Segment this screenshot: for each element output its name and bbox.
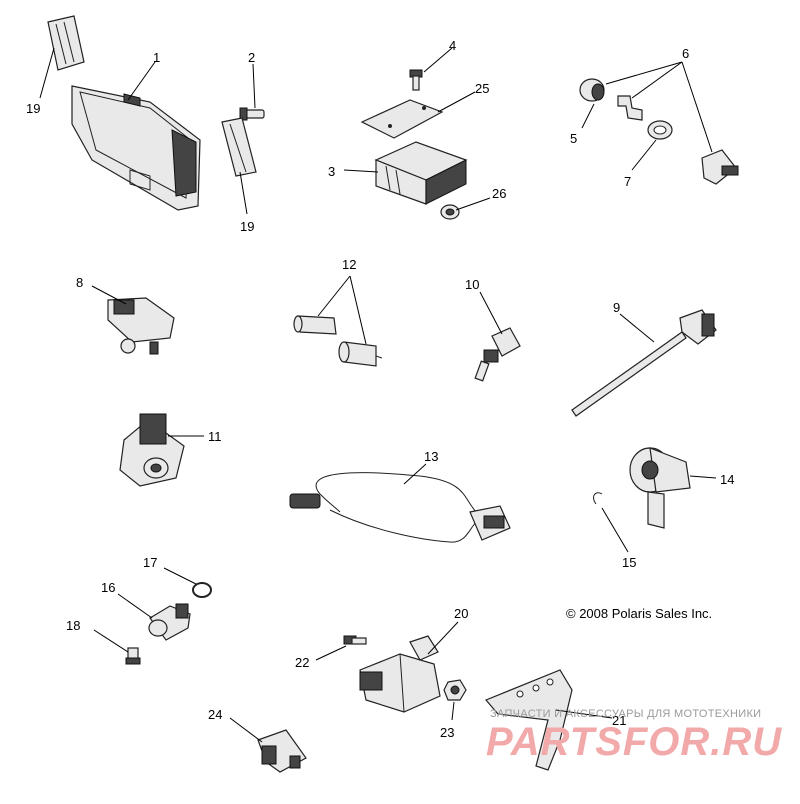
part-24-switch — [257, 729, 307, 773]
part-17-o-ring — [192, 582, 212, 598]
callout-1: 1 — [153, 50, 160, 65]
callout-19a: 19 — [26, 101, 40, 116]
part-20-iac-valve — [359, 635, 441, 713]
part-26-grommet — [440, 204, 460, 220]
part-9-o2-sensor — [571, 309, 717, 417]
part-15-clip — [593, 492, 603, 505]
callout-4: 4 — [449, 38, 456, 53]
callout-26: 26 — [492, 186, 506, 201]
callout-25: 25 — [475, 81, 489, 96]
leader-lines — [39, 47, 717, 743]
copyright-notice: © 2008 Polaris Sales Inc. — [566, 606, 713, 621]
part-19-bracket-side — [221, 117, 257, 177]
callout-21: 21 — [612, 713, 626, 728]
part-6-sensor — [701, 149, 739, 185]
part-5-cap — [579, 78, 605, 102]
part-21-bracket — [485, 669, 573, 771]
callout-7: 7 — [624, 174, 631, 189]
part-8-map-sensor — [107, 297, 175, 355]
callout-15: 15 — [622, 555, 636, 570]
callout-6: 6 — [682, 46, 689, 61]
callout-19b: 19 — [240, 219, 254, 234]
watermark-tagline: ЗАПЧАСТИ И АКСЕССУАРЫ ДЛЯ МОТОТЕХНИКИ — [490, 708, 762, 720]
callout-14: 14 — [720, 472, 734, 487]
callout-3: 3 — [328, 164, 335, 179]
callout-5: 5 — [570, 131, 577, 146]
callout-labels: 19 1 2 19 4 25 3 26 6 5 7 8 12 10 9 11 1… — [26, 38, 734, 740]
part-1-ecu — [71, 85, 201, 211]
callout-16: 16 — [101, 580, 115, 595]
part-13-harness — [289, 472, 511, 543]
callout-23: 23 — [440, 725, 454, 740]
part-22-bolt — [343, 635, 367, 645]
part-16-speed-sensor — [148, 603, 191, 641]
callout-10: 10 — [465, 277, 479, 292]
part-7-ring — [647, 120, 673, 140]
callout-17: 17 — [143, 555, 157, 570]
part-23-nut — [443, 679, 467, 701]
watermark-logo: PARTSFOR.RU — [486, 720, 783, 764]
part-4-bolt — [409, 69, 423, 91]
part-19-bracket-top — [47, 15, 85, 71]
callout-2: 2 — [248, 50, 255, 65]
callout-13: 13 — [424, 449, 438, 464]
part-18-bolt — [125, 647, 141, 665]
callout-20: 20 — [454, 606, 468, 621]
part-11-tps — [119, 413, 185, 487]
callout-18: 18 — [66, 618, 80, 633]
part-25-cover — [360, 99, 444, 139]
callout-9: 9 — [613, 300, 620, 315]
part-10-temp-sensor — [474, 327, 521, 382]
part-3-relay-box — [374, 141, 468, 205]
callout-22: 22 — [295, 655, 309, 670]
part-6-clip — [617, 95, 643, 121]
part-2-screw — [239, 107, 265, 121]
callout-11: 11 — [208, 429, 222, 444]
part-14-knock-sensor — [629, 447, 691, 529]
callout-24: 24 — [208, 707, 222, 722]
callout-12: 12 — [342, 257, 356, 272]
part-12-bulbs — [293, 315, 383, 367]
callout-8: 8 — [76, 275, 83, 290]
